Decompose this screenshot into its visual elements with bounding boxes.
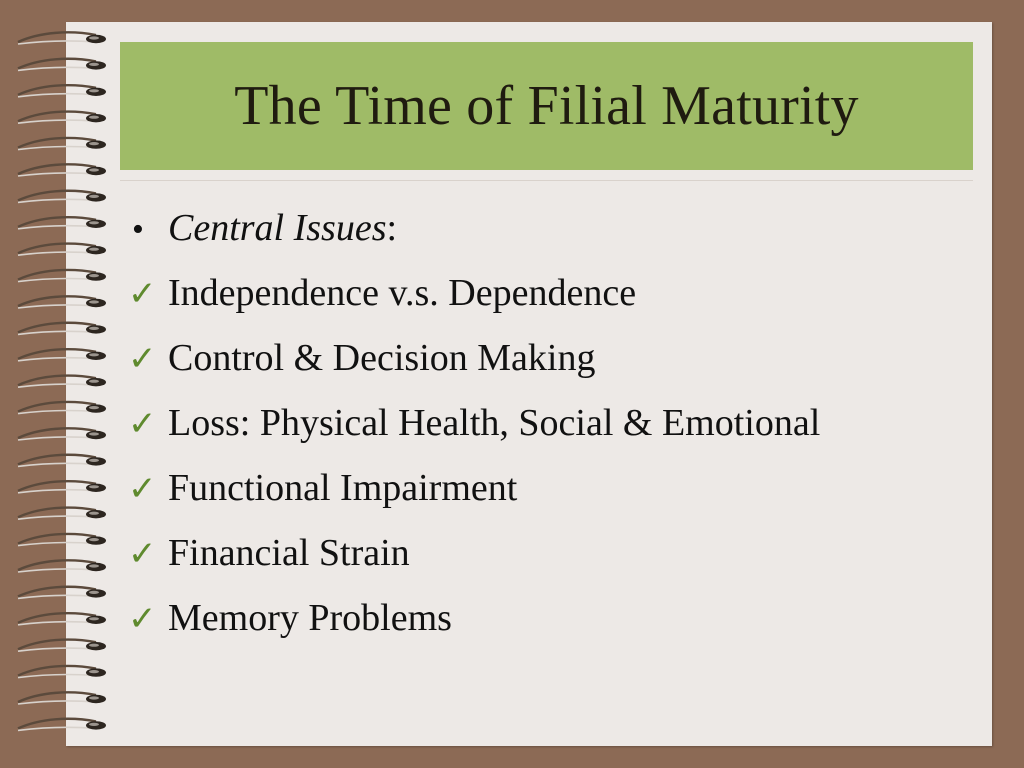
title-banner: The Time of Filial Maturity	[120, 42, 973, 170]
check-icon: ✓	[128, 534, 157, 574]
list-item-text: Functional Impairment	[168, 467, 518, 509]
check-icon: ✓	[128, 599, 157, 639]
check-icon: ✓	[128, 469, 157, 509]
list-item: ✓ Functional Impairment	[128, 466, 988, 531]
check-icon: ✓	[128, 404, 157, 444]
bullet-list: • Central Issues: ✓ Independence v.s. De…	[128, 206, 988, 661]
list-item-text: Control & Decision Making	[168, 337, 596, 379]
list-item-text: Independence v.s. Dependence	[168, 272, 637, 314]
check-icon: ✓	[128, 339, 157, 379]
list-item: ✓ Independence v.s. Dependence	[128, 271, 988, 336]
list-item-text: Memory Problems	[168, 597, 452, 639]
list-item: ✓ Memory Problems	[128, 596, 988, 661]
check-icon: ✓	[128, 274, 157, 314]
central-issues-colon: :	[386, 207, 398, 249]
list-item-text: Financial Strain	[168, 532, 410, 574]
page-title: The Time of Filial Maturity	[234, 75, 859, 137]
title-divider	[120, 180, 973, 181]
central-issues-label: Central Issues	[168, 207, 387, 249]
list-item: ✓ Control & Decision Making	[128, 336, 988, 401]
bullet-marker: •	[132, 211, 144, 248]
list-item: ✓ Loss: Physical Health, Social & Emotio…	[128, 401, 988, 466]
list-item-central-issues: • Central Issues:	[128, 206, 988, 271]
list-item: ✓ Financial Strain	[128, 531, 988, 596]
list-item-text: Loss: Physical Health, Social & Emotiona…	[168, 402, 821, 444]
